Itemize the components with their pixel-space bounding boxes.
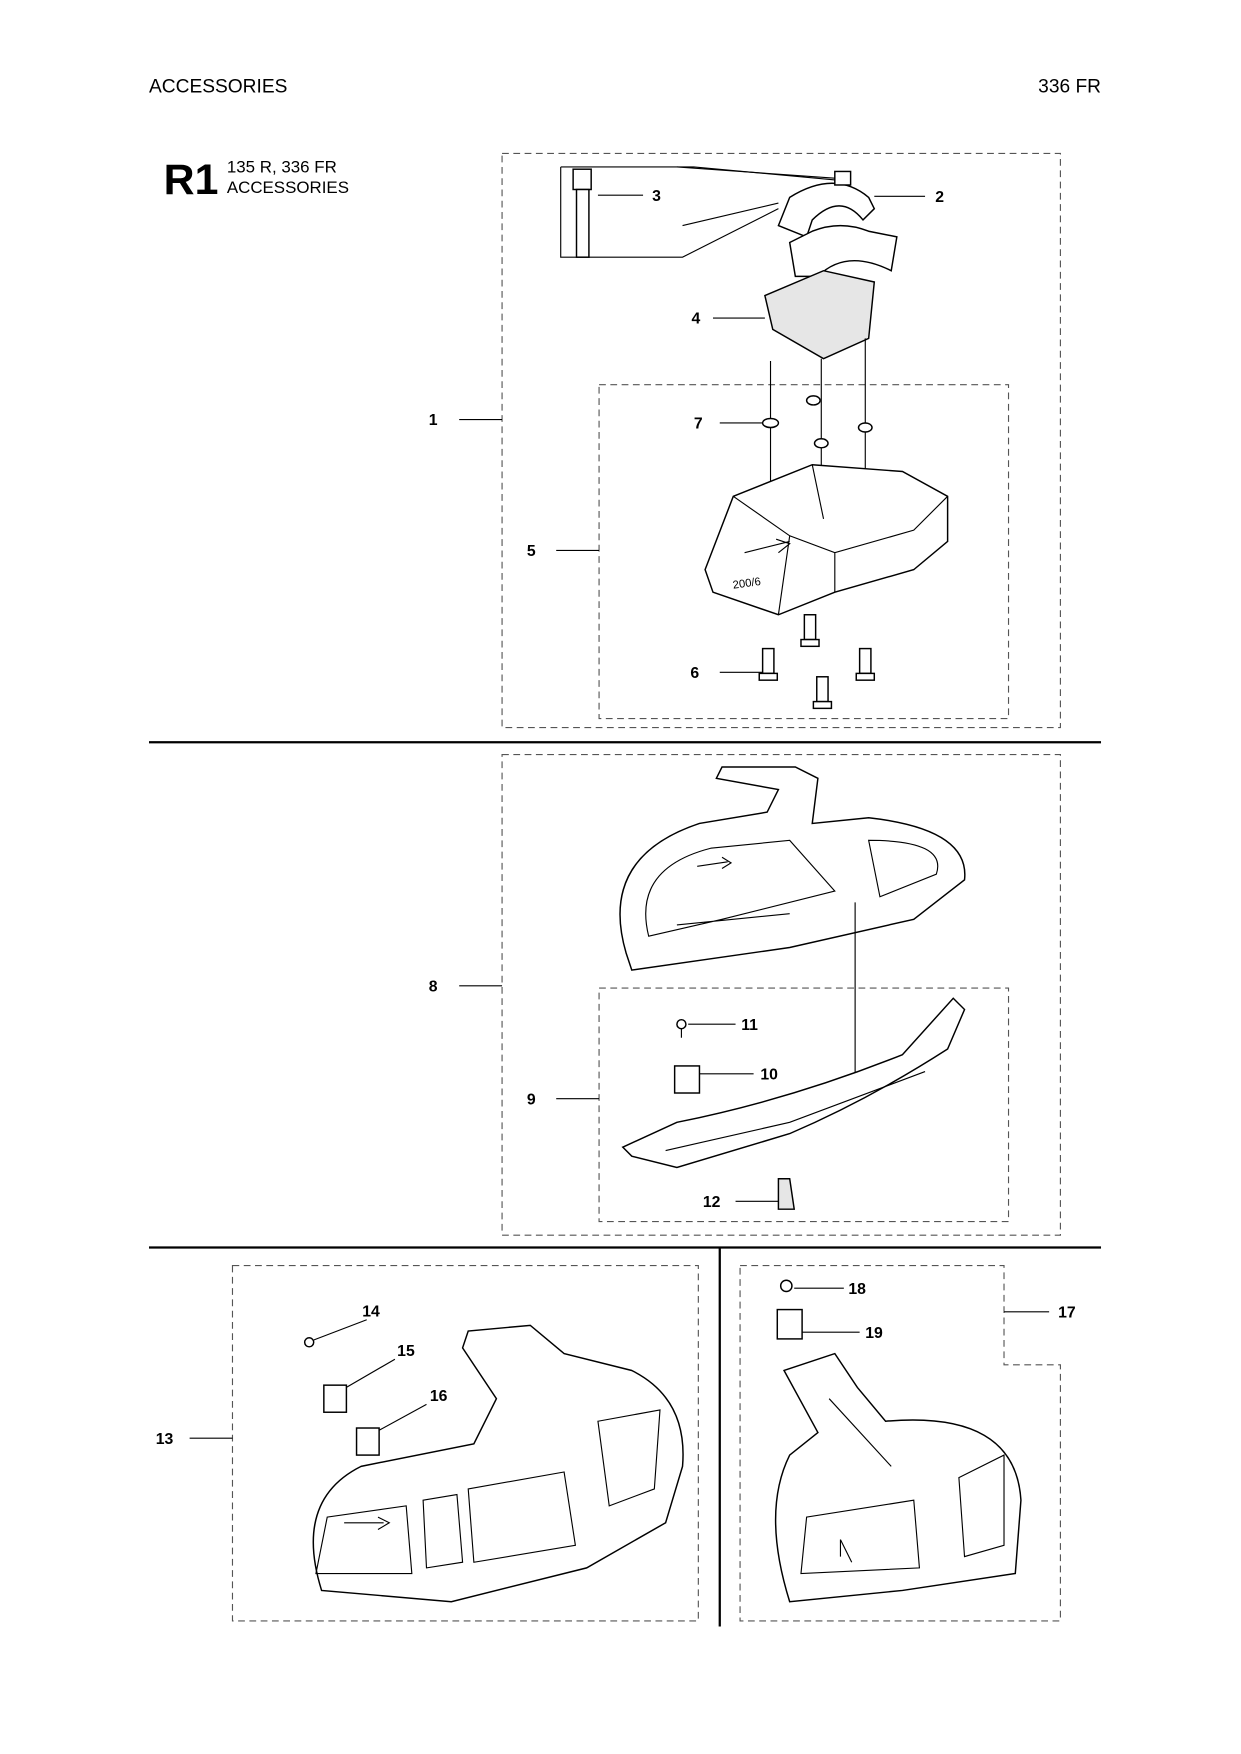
screw-part-11 <box>676 1018 687 1030</box>
callout-1: 1 <box>429 412 438 429</box>
section-trimmer-guard-kit: 200/6 <box>501 152 1061 729</box>
callout-19: 19 <box>865 1325 883 1342</box>
callout-3: 3 <box>652 188 661 205</box>
screw-part-18 <box>779 1279 793 1293</box>
callout-6: 6 <box>690 665 699 682</box>
screw-part-14 <box>303 1337 315 1348</box>
washer-part-7 <box>761 417 780 429</box>
header-section-title: ACCESSORIES <box>149 76 287 97</box>
nut-plate-part-19 <box>776 1308 803 1340</box>
section-guard-13 <box>231 1265 699 1622</box>
callout-7: 7 <box>694 416 703 433</box>
guard-part-17 <box>774 1352 1022 1603</box>
callout-18: 18 <box>848 1281 866 1298</box>
nut-plate-part-16 <box>355 1427 380 1456</box>
assembly-box-9 <box>598 987 1010 1223</box>
screw-part-3 <box>572 168 592 258</box>
callout-8: 8 <box>429 978 438 995</box>
callout-11: 11 <box>741 1017 758 1034</box>
group-code: R1 <box>164 156 219 204</box>
header-model: 336 FR <box>1038 76 1101 97</box>
callout-10: 10 <box>760 1066 778 1083</box>
screw-part-6 <box>758 614 876 710</box>
callout-5: 5 <box>527 543 536 560</box>
callout-16: 16 <box>430 1388 448 1405</box>
callout-17: 17 <box>1058 1304 1076 1321</box>
section-blade-guard <box>501 754 1061 1236</box>
callout-4: 4 <box>692 311 701 328</box>
nut-plate-part-15 <box>323 1384 348 1413</box>
assembly-box-5 <box>598 384 1010 720</box>
guard-marking-text: 200/6 <box>732 576 762 592</box>
clamp-part-2 <box>777 170 898 278</box>
assembly-box-13 <box>231 1265 699 1622</box>
callout-13: 13 <box>156 1431 174 1448</box>
group-title: ACCESSORIES <box>227 178 349 197</box>
assembly-box-1 <box>501 152 1061 729</box>
section-guard-17 <box>739 1265 1061 1622</box>
blade-guard-strip-part-9 <box>621 997 966 1169</box>
callout-2: 2 <box>935 189 944 206</box>
clip-part-12 <box>777 1177 796 1210</box>
assembly-box-17 <box>739 1265 1061 1622</box>
callout-14: 14 <box>362 1303 380 1320</box>
group-models: 135 R, 336 FR <box>227 158 337 177</box>
nut-plate-part-10 <box>673 1065 701 1094</box>
callout-12: 12 <box>703 1194 721 1211</box>
bracket-part-4 <box>764 269 876 360</box>
trimmer-guard-part-5: 200/6 <box>704 463 949 616</box>
guard-part-13 <box>312 1324 684 1603</box>
blade-guard-part-8 <box>619 766 966 971</box>
callout-15: 15 <box>397 1343 415 1360</box>
callouts: 1 2 3 4 5 6 7 8 9 10 11 12 13 14 15 16 1… <box>156 188 1076 1448</box>
callout-9: 9 <box>527 1091 536 1108</box>
